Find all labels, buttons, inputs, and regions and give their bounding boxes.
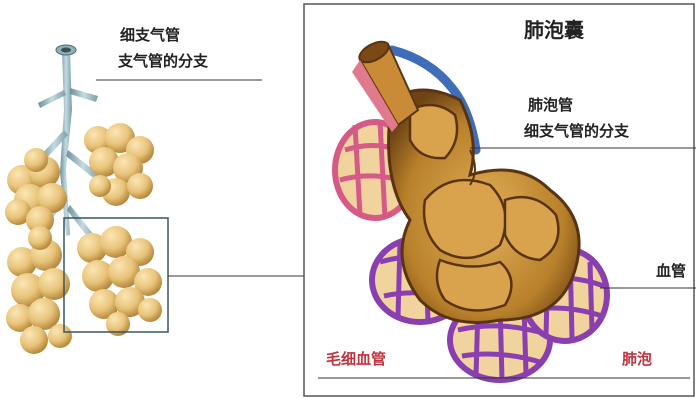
label-alveolus: 肺泡	[622, 352, 652, 367]
label-capillary: 毛细血管	[326, 352, 386, 367]
label-blood-vessel: 血管	[656, 264, 686, 279]
label-bronchiole-branch: 细支气管的分支	[524, 124, 629, 139]
alveoli-cluster-upper-right	[84, 123, 154, 206]
alveoli-cluster-upper-left	[5, 148, 67, 234]
label-bronchiole: 细支气管	[120, 28, 180, 43]
label-alveolar-duct: 肺泡管	[528, 98, 573, 113]
alveoli-cluster-lower-right	[77, 226, 162, 336]
alveoli-cluster-lower-left	[6, 226, 72, 354]
panel-title: 肺泡囊	[524, 20, 584, 40]
label-bronchus-branch: 支气管的分支	[118, 54, 208, 69]
